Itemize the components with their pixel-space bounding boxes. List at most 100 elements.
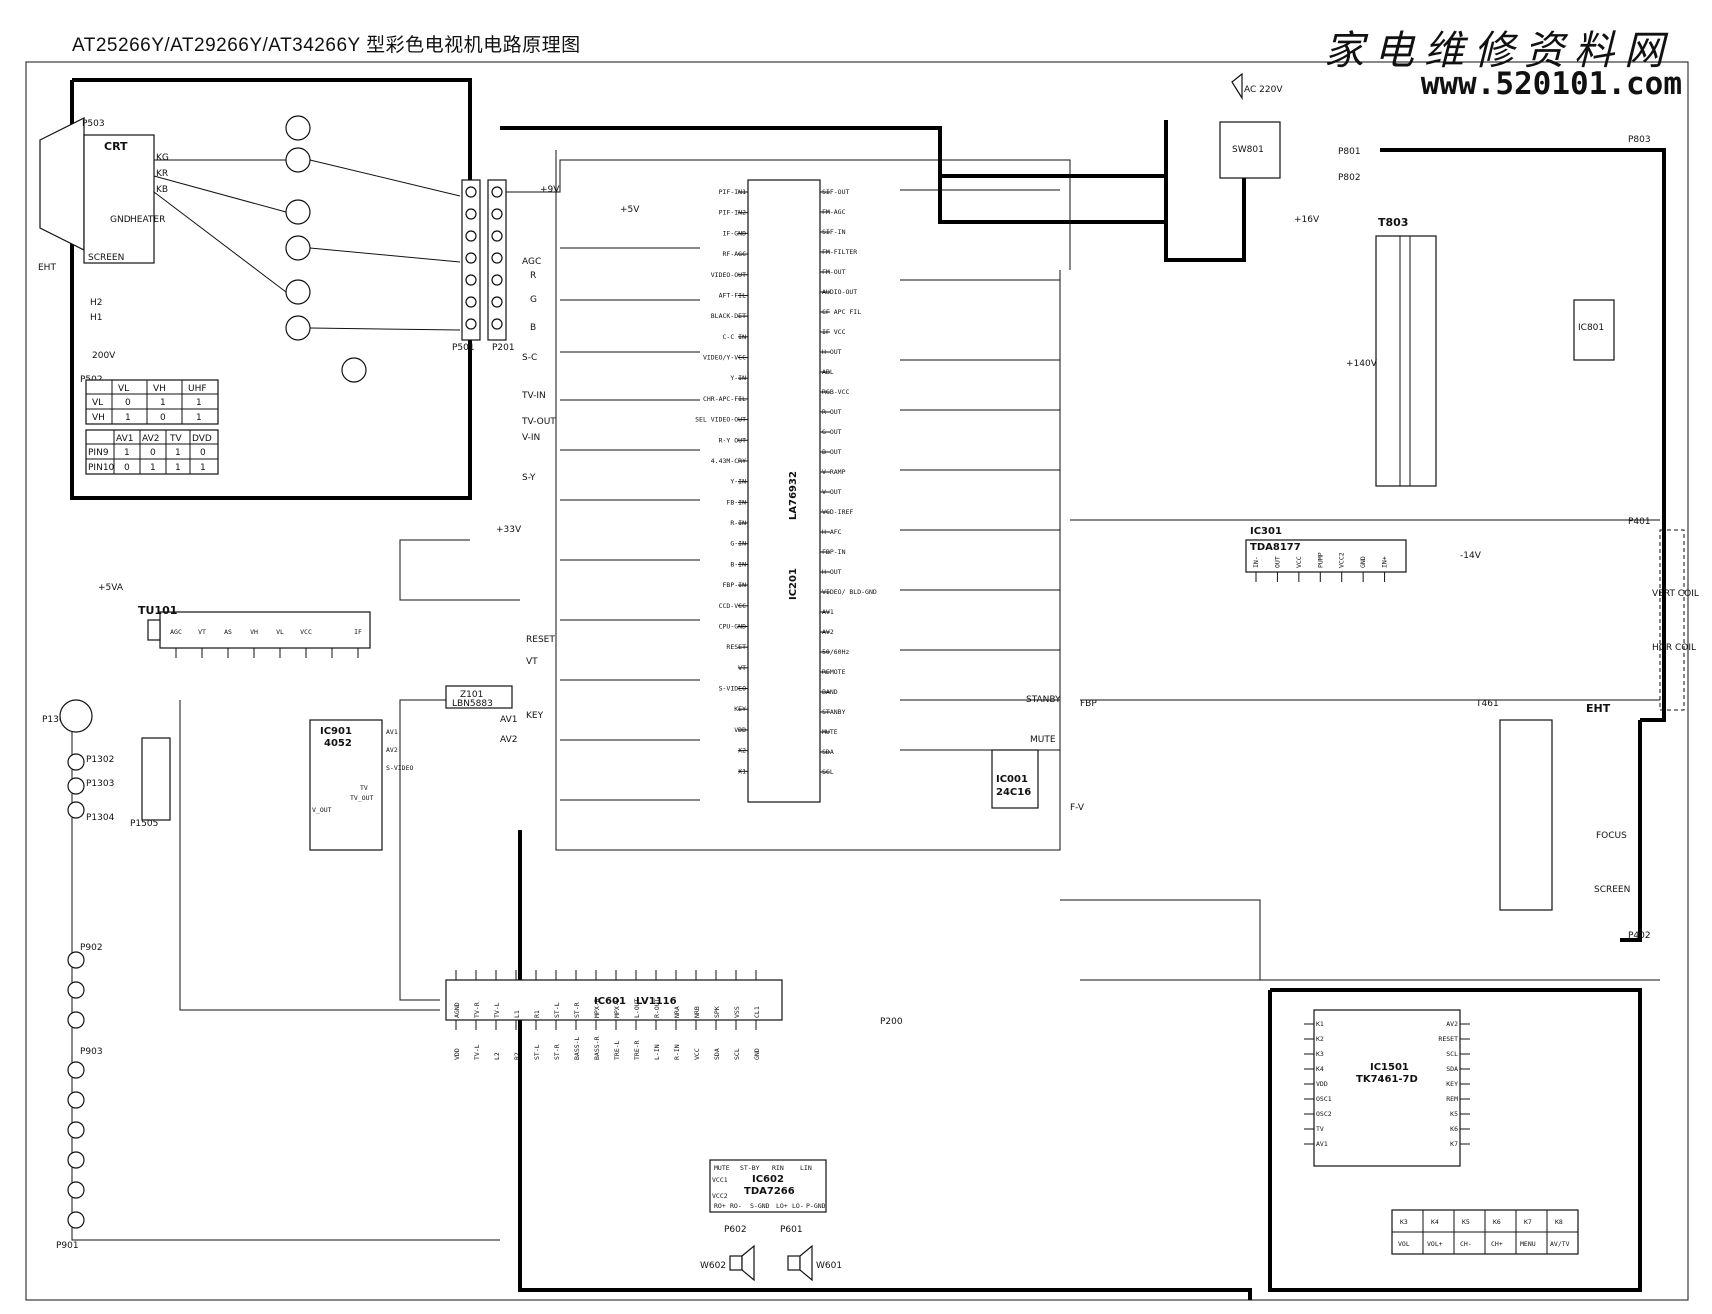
thick-borders: [25, 61, 1689, 1301]
net-plus140v: +140V: [1346, 359, 1378, 369]
pin-label: RESET: [1438, 1035, 1458, 1043]
vl-table-r2c1: 1: [125, 413, 131, 423]
connector-p802: P802: [1338, 173, 1361, 183]
pin-label: AV1: [822, 608, 834, 616]
connector-p1505: P1505: [130, 819, 158, 829]
ic602-ref: IC602: [752, 1174, 784, 1185]
pin-label: CF APC FIL: [822, 308, 861, 316]
ic901-pin-svideo: S-VIDEO: [386, 764, 413, 772]
connector-p201: P201: [492, 343, 515, 353]
pin-label: CHR-APC-FIL: [703, 395, 746, 403]
speaker-icon: [741, 1244, 755, 1282]
pin-label: IN-: [1252, 556, 1260, 568]
pin-label: VSS: [733, 1006, 741, 1018]
pin-label: RF-AGC: [723, 250, 747, 258]
ic201-ref: IC201: [788, 568, 799, 600]
connector-p902: P902: [80, 943, 103, 953]
pin-label: SDA: [822, 748, 834, 756]
ic901-chip: IC901 4052 AV1 AV2 S-VIDEO TV V_OUT TV_O…: [309, 719, 413, 851]
pin-label: IF-GND: [723, 229, 747, 237]
pin-label: TRE-R: [633, 1040, 641, 1060]
pin-label: GND: [1359, 556, 1367, 568]
ic602-pin-ro-minus: RO-: [730, 1202, 742, 1210]
t803-label: T803: [1378, 216, 1408, 229]
pin-label: PIF-IN1: [719, 188, 746, 196]
pin-label: STANBY: [822, 708, 846, 716]
crt-pin-gnd: GND: [110, 215, 131, 225]
eht-label-left: EHT: [38, 263, 56, 273]
ic1501-pins: K1K2K3K4VDDOSC1OSC2TVAV1AV2RESETSCLSDAKE…: [1304, 1020, 1470, 1148]
connector-p1303: P1303: [86, 779, 114, 789]
pin-label: SCL: [1446, 1050, 1458, 1058]
pin-label: MPX-L: [613, 998, 621, 1018]
net-minus14v: -14V: [1460, 551, 1482, 561]
page-title: AT25266Y/AT29266Y/AT34266Y 型彩色电视机电路原理图: [72, 35, 581, 56]
ic602-pin-mute: MUTE: [714, 1164, 730, 1172]
ic602-pin-rin: RIN: [772, 1164, 784, 1172]
pin-label: SDA: [713, 1048, 721, 1060]
pin-label: SPK: [713, 1006, 721, 1018]
pin-label: SDA: [1446, 1065, 1458, 1073]
power-supply: SW801 AC 220V P801 P802 P803 T803 IC801: [1219, 72, 1651, 487]
net-r: R: [530, 271, 536, 281]
pin-label: L1: [513, 1010, 521, 1018]
pin-label: G-OUT: [822, 428, 842, 436]
crt-pin-200v: 200V: [92, 351, 116, 361]
pin-label: IN+: [1381, 556, 1389, 568]
pin-label: PIF-IN2: [719, 209, 746, 217]
key-table-k5: K5: [1462, 1218, 1470, 1226]
ic1501-control-board: IC1501 TK7461-7D K1K2K3K4VDDOSC1OSC2TVAV…: [1304, 1009, 1579, 1255]
pin-label: FM-AGC: [822, 208, 846, 216]
ic601-part: LV1116: [636, 996, 677, 1007]
pin-label: TV: [1316, 1125, 1324, 1133]
pin-label: X2: [738, 747, 746, 755]
pin-label: ST-L: [533, 1044, 541, 1060]
ic901-pin-tvout: TV_OUT: [350, 794, 374, 802]
pin-label: R1: [533, 1010, 541, 1018]
pin-label: NRA: [673, 1006, 681, 1018]
connector-p803: P803: [1628, 135, 1651, 145]
pin-label: VIDEO/Y-VCC: [703, 354, 746, 362]
connector-p601: P601: [780, 1225, 803, 1235]
pin-label: 50/60Hz: [822, 648, 849, 656]
av-table-r1c2: 0: [150, 448, 156, 458]
pin-label: VDD: [734, 726, 746, 734]
net-key: KEY: [526, 711, 544, 721]
ic601-ref: IC601: [594, 996, 626, 1007]
pin-label: AGC: [170, 628, 182, 636]
crt-pin-kb: KB: [156, 185, 168, 195]
key-table: K3 K4 K5 K6 K7 K8 VOL VOL+ CH- CH+ MENU …: [1391, 1209, 1579, 1255]
key-table-k6: K6: [1493, 1218, 1501, 1226]
pin-label: BLACK-DET: [711, 312, 746, 320]
hor-coil-label: HOR COIL: [1652, 643, 1696, 653]
ic901-ref: IC901: [320, 726, 352, 737]
av-table-r1c1: 1: [124, 448, 130, 458]
pin-label: OUT: [1273, 556, 1281, 568]
pin-label: B-OUT: [822, 448, 842, 456]
pin-label: K4: [1316, 1065, 1324, 1073]
pin-label: K3: [1316, 1050, 1324, 1058]
pin-label: CPU-GND: [719, 622, 746, 630]
pin-label: SIF-OUT: [822, 188, 849, 196]
pin-label: K6: [1450, 1125, 1458, 1133]
pin-label: AFT-FIL: [719, 291, 746, 299]
net-fbp: FBP: [1080, 699, 1097, 709]
pin-label: AV2: [1446, 1020, 1458, 1028]
vl-table-r1c1: 0: [125, 398, 131, 408]
pin-label: 4.43M-CRY: [711, 457, 746, 465]
net-g: G: [530, 295, 537, 305]
z101-saw-filter: Z101 LBN5883: [445, 685, 513, 709]
key-table-ch-minus: CH-: [1460, 1240, 1472, 1248]
flyback-section: T461 EHT FOCUS SCREEN P401 P402 VERT COI…: [1475, 517, 1699, 941]
connector-p1302: P1302: [86, 755, 114, 765]
pin-label: RESET: [726, 643, 746, 651]
net-vt: VT: [526, 657, 538, 667]
net-f-v: F-V: [1070, 803, 1085, 813]
pin-label: V-RAMP: [822, 468, 846, 476]
pin-label: FBP-IN: [723, 581, 747, 589]
